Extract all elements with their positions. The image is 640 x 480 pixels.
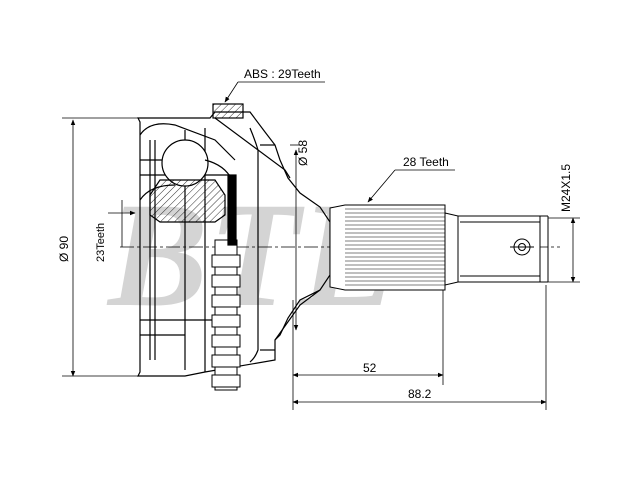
dimension-lines [62, 81, 580, 410]
spline-shaft [329, 204, 549, 291]
abs-ring [211, 239, 241, 391]
outer-diameter-label: Ø 90 [57, 236, 71, 262]
neck-diameter-label: Ø 58 [296, 140, 310, 166]
abs-teeth-label: ABS : 29Teeth [244, 67, 321, 81]
inner-teeth-label: 23Teeth [95, 223, 107, 262]
spline-teeth-label: 28 Teeth [403, 155, 449, 169]
thread-label: M24X1.5 [559, 164, 573, 212]
ball-cage-section [139, 123, 237, 246]
total-length-label: 88.2 [408, 387, 432, 401]
spline-lines [345, 208, 445, 286]
spline-length-label: 52 [363, 361, 377, 375]
